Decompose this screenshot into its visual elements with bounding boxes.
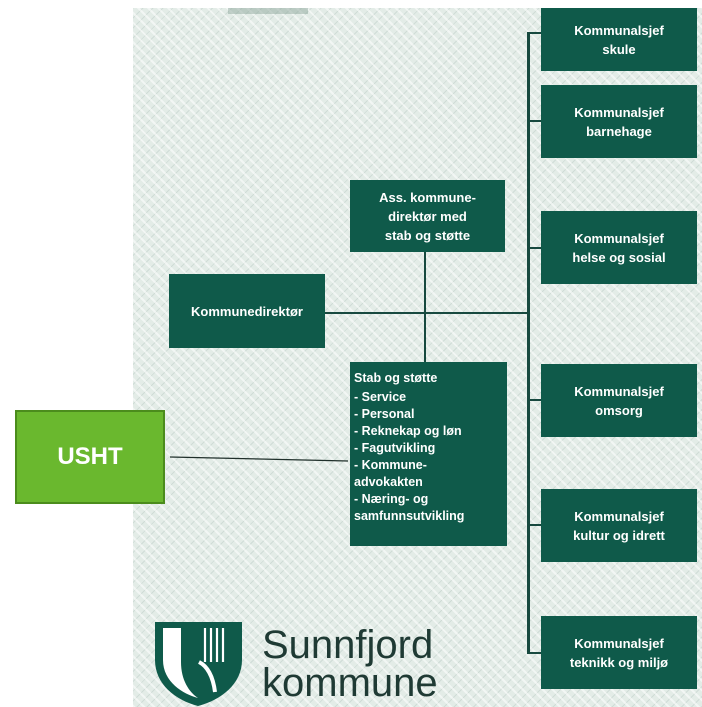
staff-item: - Næring- og samfunnsutvikling — [354, 492, 465, 523]
staff-item: - Service — [354, 390, 407, 404]
usht-box: USHT — [15, 410, 165, 504]
chief-label: Kommunalsjef teknikk og miljø — [569, 635, 669, 670]
connector-line — [527, 32, 530, 654]
chief-box-barnehage: Kommunalsjef barnehage — [541, 85, 697, 158]
staff-item: - Personal — [354, 407, 415, 421]
director-label: Kommunedirektør — [191, 303, 303, 319]
logo-line-1: Sunnfjord — [262, 623, 434, 667]
staff-item: - Fagutvikling — [354, 441, 436, 455]
chief-label: Kommunalsjef omsorg — [574, 383, 664, 418]
usht-label: USHT — [57, 443, 123, 470]
chief-box-teknikk-og-miljo: Kommunalsjef teknikk og miljø — [541, 616, 697, 689]
connector-line — [527, 524, 541, 526]
connector-line — [527, 247, 541, 249]
chief-box-kultur-og-idrett: Kommunalsjef kultur og idrett — [541, 489, 697, 562]
staff-support-box: Stab og støtte - Service - Personal - Re… — [350, 362, 507, 546]
connector-line — [527, 120, 541, 122]
connector-line — [527, 32, 541, 34]
connector-line — [527, 399, 541, 401]
chief-label: Kommunalsjef skule — [574, 22, 664, 57]
top-decoration — [228, 8, 308, 14]
logo-line-2: kommune — [262, 661, 438, 705]
director-box: Kommunedirektør — [169, 274, 325, 348]
chief-box-omsorg: Kommunalsjef omsorg — [541, 364, 697, 437]
staff-title: Stab og støtte — [354, 371, 438, 385]
connector-line — [325, 312, 529, 314]
municipality-logo-text: Sunnfjord kommune — [262, 623, 438, 705]
chief-box-skule: Kommunalsjef skule — [541, 8, 697, 71]
assistant-director-box: Ass. kommune- direktør med stab og støtt… — [350, 180, 505, 252]
assistant-director-label: Ass. kommune- direktør med stab og støtt… — [379, 189, 476, 243]
chief-label: Kommunalsjef helse og sosial — [572, 230, 666, 265]
staff-item: - Reknekap og løn — [354, 424, 462, 438]
connector-line — [527, 652, 541, 654]
chief-label: Kommunalsjef barnehage — [574, 104, 664, 139]
connector-line — [424, 252, 426, 364]
coat-of-arms-icon — [155, 622, 242, 706]
chief-box-helse-og-sosial: Kommunalsjef helse og sosial — [541, 211, 697, 284]
staff-item: - Kommune- advokakten — [354, 458, 427, 489]
chief-label: Kommunalsjef kultur og idrett — [573, 508, 665, 543]
